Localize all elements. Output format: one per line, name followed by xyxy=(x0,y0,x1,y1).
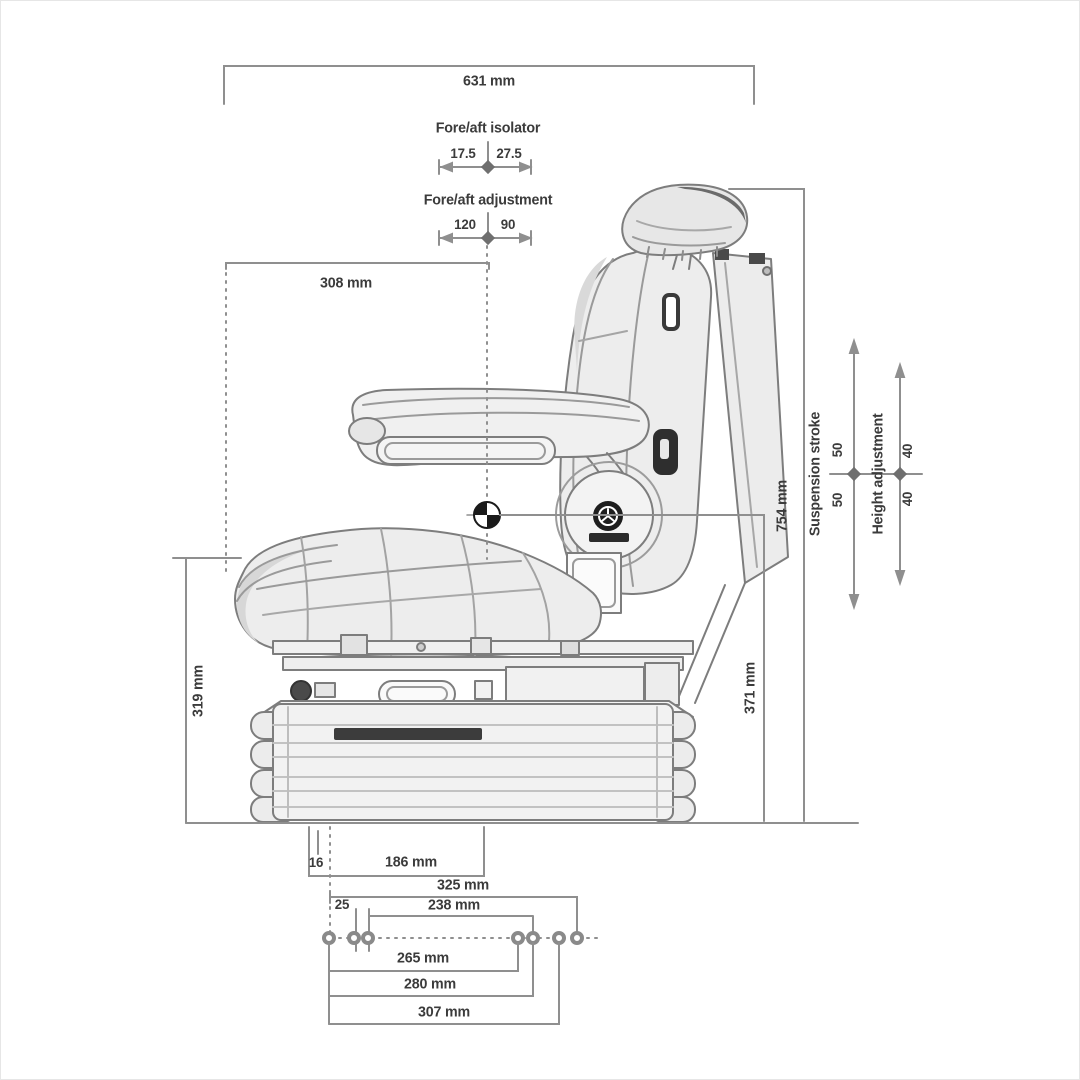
label-height-adjustment: Height adjustment xyxy=(869,413,887,535)
dim-cushion-height-line xyxy=(172,557,242,824)
label-fore-aft-adjustment: Fore/aft adjustment xyxy=(423,191,553,209)
dim-hole-265-line xyxy=(328,942,519,1025)
label-fore-aft-isolator: Fore/aft isolator xyxy=(435,119,541,137)
dim-fore-aft-adjustment-line xyxy=(438,212,533,246)
mounting-centerline xyxy=(322,826,598,939)
label-suspension-stroke-down: 50 xyxy=(829,492,845,508)
seat-index-point-marker xyxy=(473,501,501,529)
label-mount-325: 325 mm xyxy=(437,876,489,894)
label-cushion-height: 319 mm xyxy=(189,665,207,717)
label-adjustment-left: 120 xyxy=(454,216,476,232)
mount-holes xyxy=(322,931,584,945)
seat-cushion xyxy=(234,527,602,658)
dim-hole-280-line xyxy=(328,942,534,997)
label-hole-265: 265 mm xyxy=(397,949,449,967)
dim-suspension-stroke-line xyxy=(829,337,879,611)
label-height-adjustment-up: 40 xyxy=(899,443,915,459)
label-hole-307: 307 mm xyxy=(418,1003,470,1021)
label-overall-width: 631 mm xyxy=(463,72,515,90)
label-hole-offset-25: 25 xyxy=(334,896,350,912)
dim-upper-depth-line xyxy=(225,262,490,578)
headrest xyxy=(621,183,749,270)
label-sip-height: 371 mm xyxy=(741,662,759,714)
label-isolator-right: 27.5 xyxy=(496,145,522,161)
dim-height-adjustment-line xyxy=(877,361,923,587)
label-upper-depth: 308 mm xyxy=(320,274,372,292)
dim-sip-height-line xyxy=(499,514,765,822)
dim-base-length-line xyxy=(308,826,485,877)
label-height-adjustment-down: 40 xyxy=(899,491,915,507)
dim-mount-325-line xyxy=(329,890,578,934)
label-base-length: 186 mm xyxy=(385,853,437,871)
dim-hole-238-line xyxy=(368,915,534,935)
dim-overall-height-line xyxy=(728,188,805,822)
backrest-rear-panel xyxy=(676,249,789,704)
brand-label-strip xyxy=(334,728,482,740)
label-overall-height: 754 mm xyxy=(773,480,791,532)
label-base-offset: 16 xyxy=(308,854,324,870)
label-hole-238: 238 mm xyxy=(428,896,480,914)
dim-fore-aft-isolator-line xyxy=(438,141,533,175)
label-suspension-stroke: Suspension stroke xyxy=(806,411,824,537)
dim-overall-width-line xyxy=(223,65,755,105)
label-suspension-stroke-up: 50 xyxy=(829,442,845,458)
label-hole-280: 280 mm xyxy=(404,975,456,993)
armrest xyxy=(348,387,650,502)
suspension-bellows xyxy=(250,703,696,823)
dim-hole-307-line xyxy=(328,942,560,1025)
label-isolator-left: 17.5 xyxy=(450,145,476,161)
label-adjustment-right: 90 xyxy=(500,216,516,232)
